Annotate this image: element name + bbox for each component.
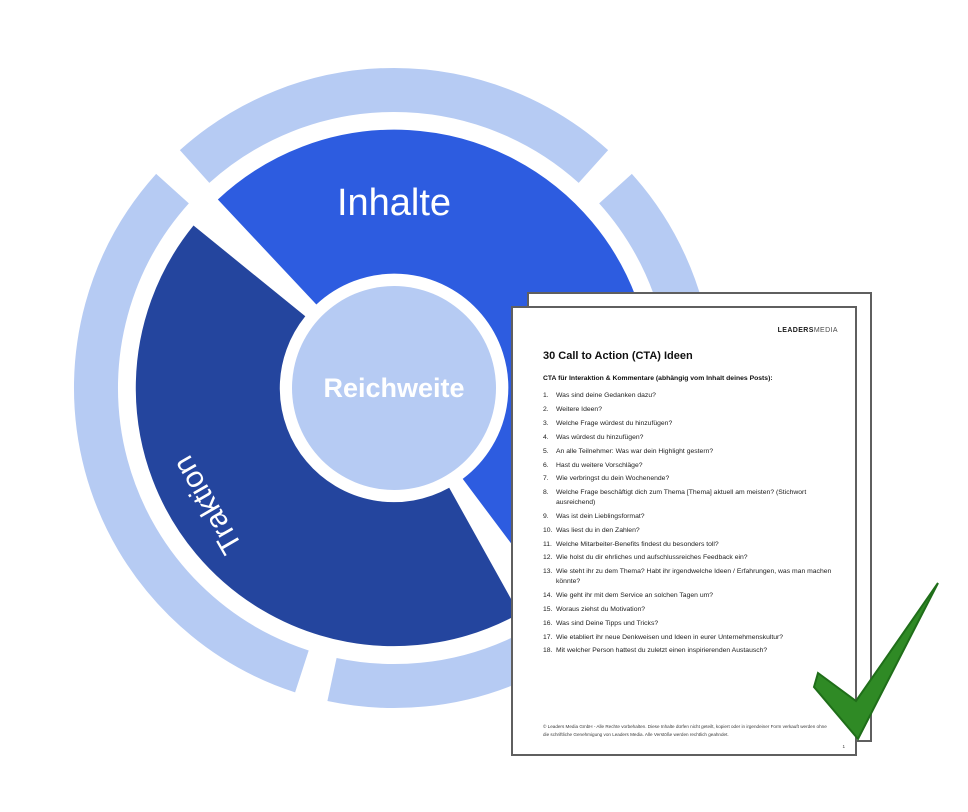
list-item-text: Was würdest du hinzufügen? [556,433,644,441]
list-item: 17. Wie etabliert ihr neue Denkweisen un… [543,633,839,643]
document-title: 30 Call to Action (CTA) Ideen [543,350,693,362]
segment-traktion [135,225,520,647]
checkmark-shape [812,582,939,741]
list-item-text: Wie geht ihr mit dem Service an solchen … [556,591,714,599]
document-intro: CTA für Interaktion & Kommentare (abhäng… [543,375,773,382]
list-item: 9. Was ist dein Lieblingsformat? [543,512,839,522]
list-item-number: 11. [543,540,552,548]
center-circle [292,286,496,490]
brand-logo-bold: LEADERS [777,327,814,334]
list-item-text: Wie steht ihr zu dem Thema? Habt ihr irg… [556,568,832,585]
list-item: 15. Woraus ziehst du Motivation? [543,605,839,615]
list-item-text: Mit welcher Person hattest du zuletzt ei… [556,647,768,655]
list-item: 1. Was sind deine Gedanken dazu? [543,391,839,401]
list-item: 8. Welche Frage beschäftigt dich zum The… [543,488,839,507]
label-reichweite: Reichweite [323,373,464,403]
list-item-text: Was liest du in den Zahlen? [556,526,640,534]
list-item: 13. Wie steht ihr zu dem Thema? Habt ihr… [543,567,839,586]
list-item-number: 13. [543,568,553,576]
list-item-number: 17. [543,633,553,641]
list-item-number: 12. [543,554,553,562]
list-item-number: 8. [543,489,549,497]
document-page-front: LEADERSMEDIA 30 Call to Action (CTA) Ide… [511,306,857,756]
list-item-text: Woraus ziehst du Motivation? [556,605,646,613]
list-item-number: 9. [543,512,549,520]
list-item-text: Hast du weitere Vorschläge? [556,461,643,469]
list-item-number: 18. [543,647,553,655]
label-inhalte: Inhalte [337,182,451,224]
list-item-number: 15. [543,605,553,613]
list-item-text: Was sind Deine Tipps und Tricks? [556,619,659,627]
list-item: 14. Wie geht ihr mit dem Service an solc… [543,591,839,601]
document-footer: © Leaders Media GmbH - Alle Rechte vorbe… [543,724,827,738]
outer-ring-arc-top [179,68,609,183]
list-item: 2. Weitere Ideen? [543,405,839,415]
list-item-number: 2. [543,405,549,413]
brand-logo-light: MEDIA [813,327,838,334]
list-item-text: Weitere Ideen? [556,405,602,413]
list-item-text: Welche Mitarbeiter-Benefits findest du b… [556,540,719,548]
list-item-number: 5. [543,447,549,455]
list-item-text: Welche Frage beschäftigt dich zum Thema … [556,489,807,506]
list-item-number: 6. [543,461,549,469]
brand-logo: LEADERSMEDIA [778,327,838,334]
list-item-number: 14. [543,591,553,599]
cta-list: 1. Was sind deine Gedanken dazu? 2. Weit… [543,391,839,660]
list-item-text: An alle Teilnehmer: Was war dein Highlig… [556,447,714,455]
list-item: 12. Wie holst du dir ehrliches und aufsc… [543,553,839,563]
list-item-text: Wie holst du dir ehrliches und aufschlus… [556,554,748,562]
list-item-number: 16. [543,619,553,627]
list-item: 7. Wie verbringst du dein Wochenende? [543,474,839,484]
list-item: 11. Welche Mitarbeiter-Benefits findest … [543,540,839,550]
list-item: 5. An alle Teilnehmer: Was war dein High… [543,447,839,457]
list-item: 6. Hast du weitere Vorschläge? [543,461,839,471]
list-item: 16. Was sind Deine Tipps und Tricks? [543,619,839,629]
page-number: 1 [842,744,845,749]
list-item: 10. Was liest du in den Zahlen? [543,526,839,536]
list-item: 4. Was würdest du hinzufügen? [543,433,839,443]
list-item-text: Wie etabliert ihr neue Denkweisen und Id… [556,633,784,641]
checkmark-icon [812,582,939,741]
list-item-text: Was ist dein Lieblingsformat? [556,512,645,520]
outer-ring-arc-left [74,173,309,693]
list-item-number: 1. [543,392,549,399]
list-item: 3. Welche Frage würdest du hinzufügen? [543,419,839,429]
list-item-number: 4. [543,433,549,441]
list-item: 18. Mit welcher Person hattest du zuletz… [543,646,839,656]
list-item-text: Was sind deine Gedanken dazu? [556,392,656,399]
list-item-text: Welche Frage würdest du hinzufügen? [556,419,673,427]
list-item-number: 3. [543,419,549,427]
list-item-text: Wie verbringst du dein Wochenende? [556,475,670,483]
list-item-number: 7. [543,475,549,483]
list-item-number: 10. [543,526,553,534]
